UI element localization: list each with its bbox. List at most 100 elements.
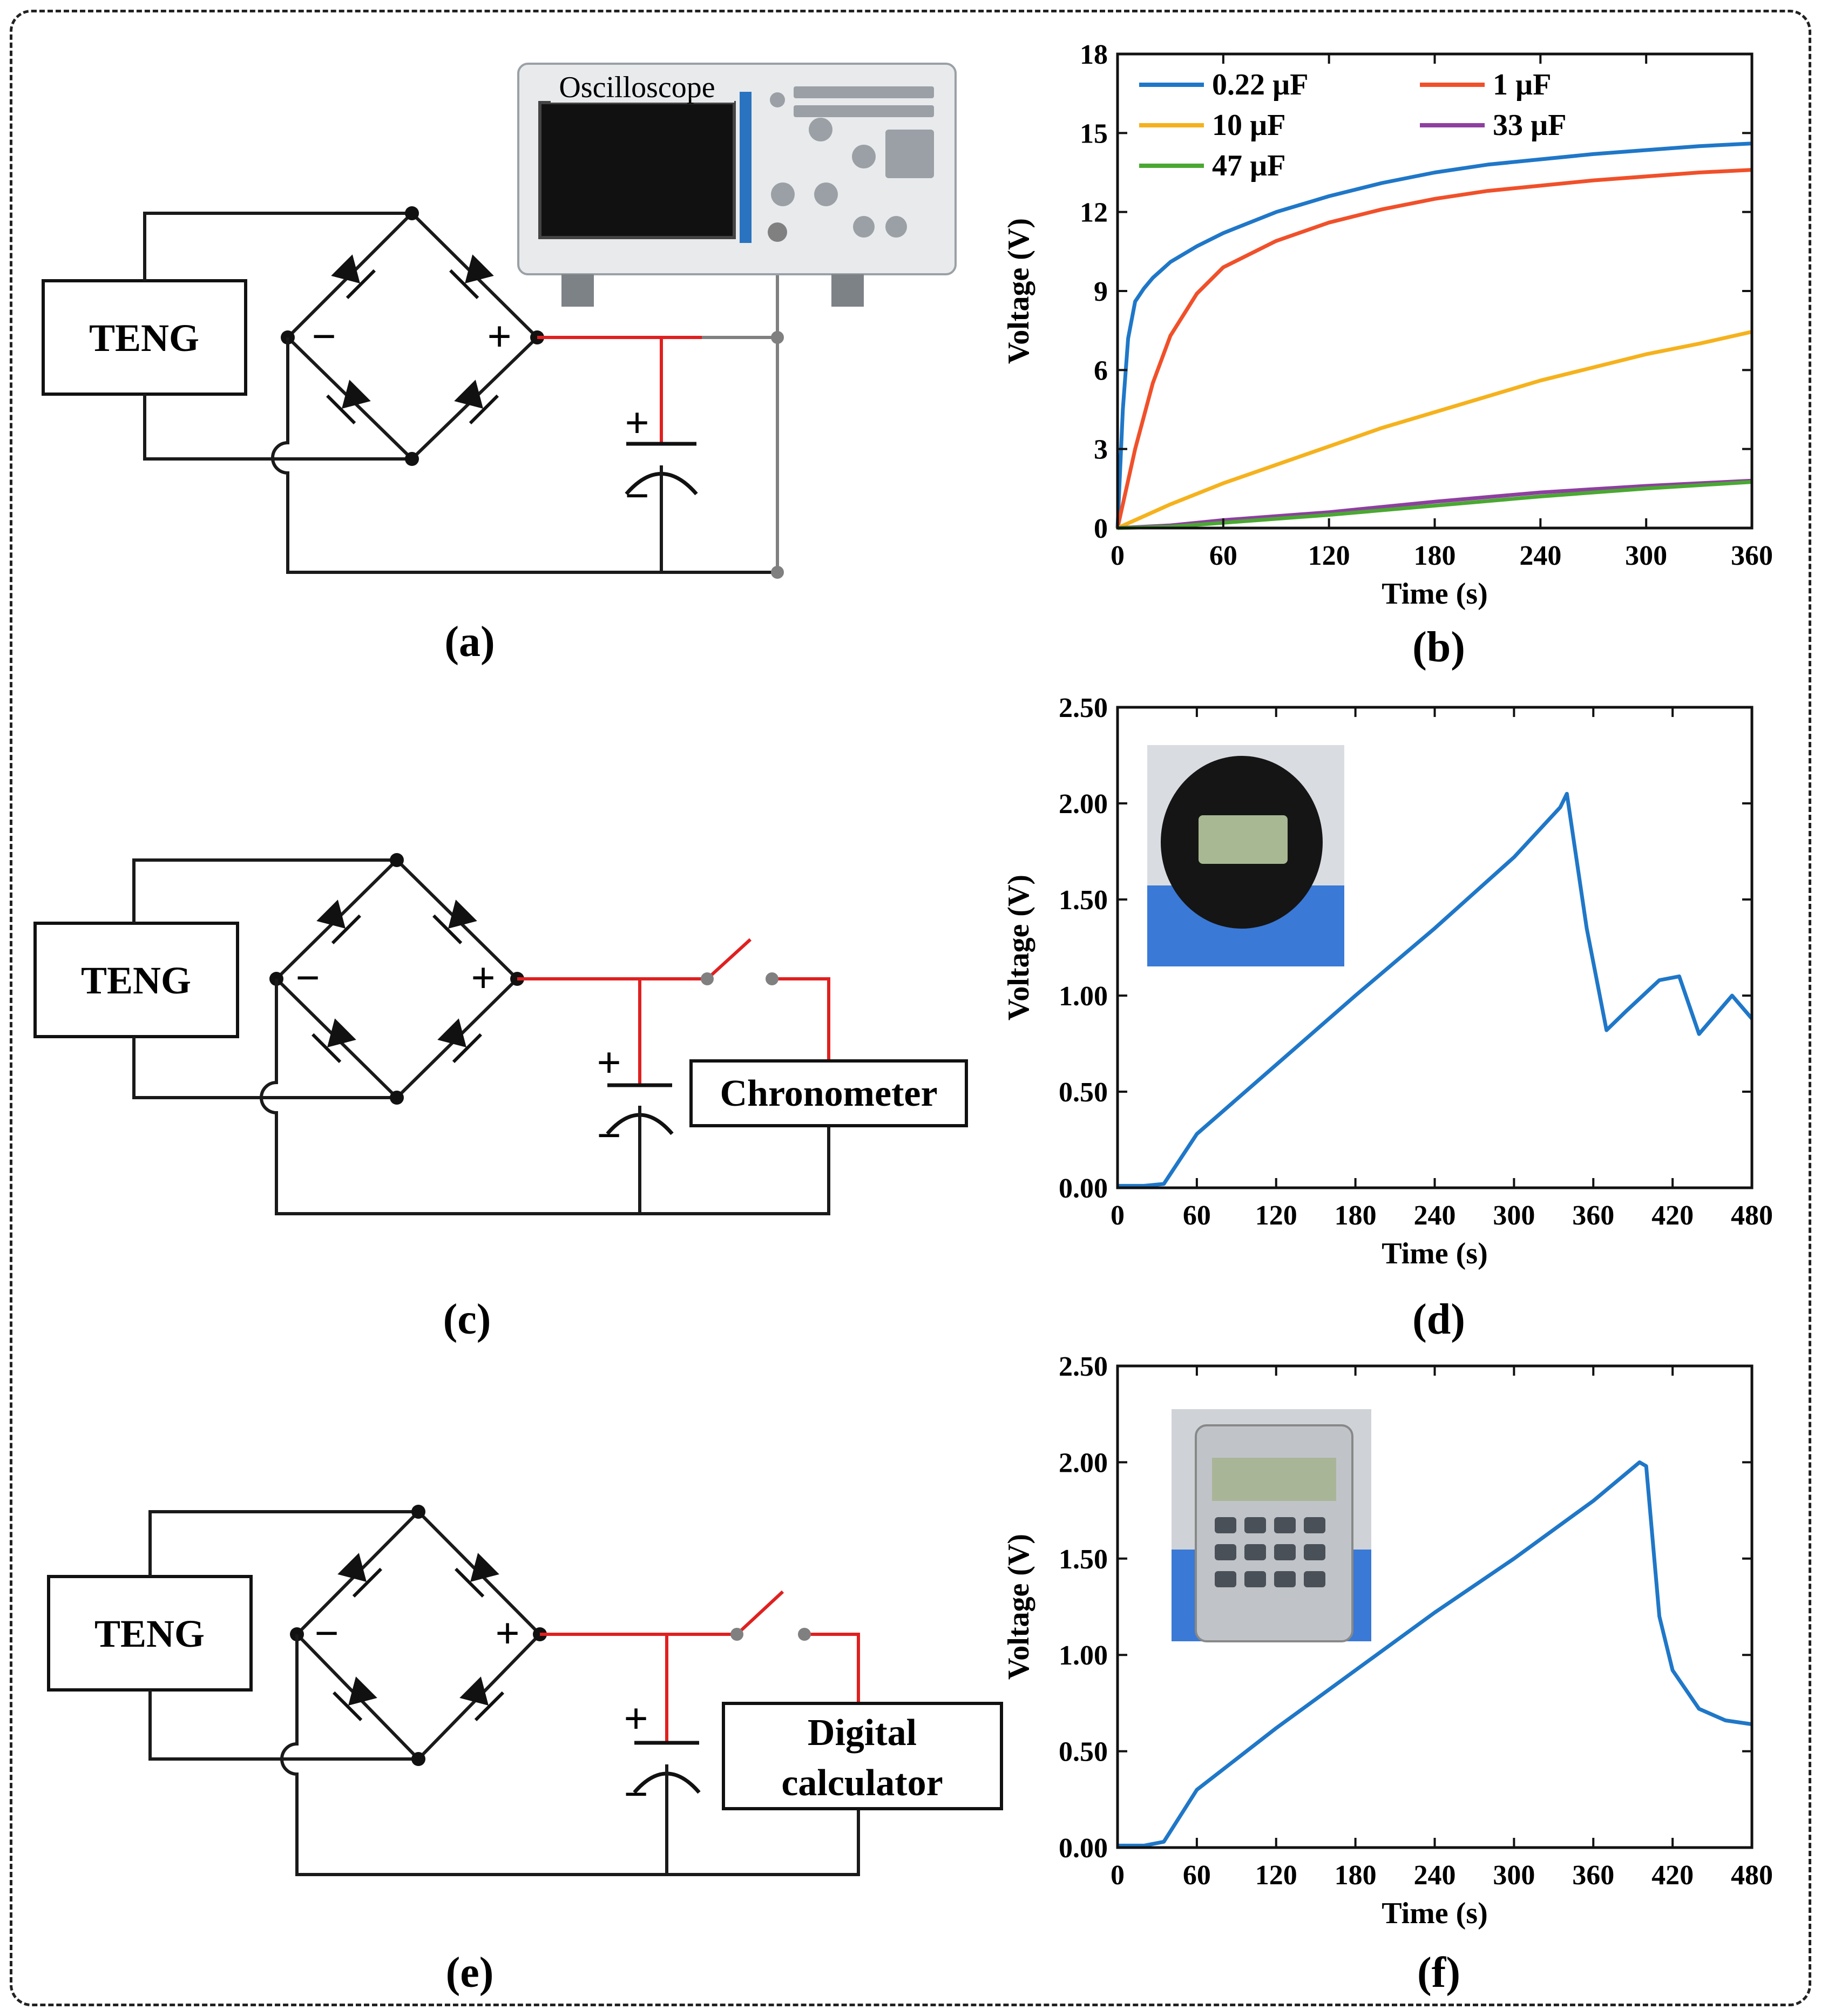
x-tick-label: 360 [1731, 540, 1773, 571]
cap-minus: − [597, 1112, 621, 1160]
x-tick-label: 300 [1493, 1200, 1535, 1231]
panel-e-circuit: TENG − + + − Digital calculator (e) [47, 1505, 1003, 1997]
panel-label-d: (d) [1412, 1296, 1465, 1343]
legend-label: 47 µF [1212, 149, 1285, 182]
cap-plus: + [624, 1695, 648, 1743]
y-tick-label: 1.00 [1059, 1640, 1108, 1671]
x-axis-title: Time (s) [1382, 1897, 1488, 1930]
cap-minus: − [625, 472, 649, 520]
panel-label-a: (a) [444, 618, 495, 666]
y-tick-label: 9 [1094, 276, 1108, 307]
x-tick-label: 60 [1183, 1200, 1211, 1231]
y-tick-label: 6 [1094, 355, 1108, 386]
oscilloscope-label: Oscilloscope [559, 71, 715, 104]
y-axis-title: Voltage (V) [1002, 218, 1035, 364]
panel-label-b: (b) [1412, 624, 1465, 671]
y-tick-label: 3 [1094, 435, 1108, 465]
x-tick-label: 180 [1335, 1200, 1377, 1231]
minus-sign: − [295, 955, 320, 1002]
y-tick-label: 0.50 [1059, 1077, 1108, 1108]
chart-f: 0 60 120 180 240 300 360 420 480 0.00 0.50 1.00 1.50… [1002, 1351, 1773, 1930]
legend-label: 10 µF [1212, 109, 1285, 142]
panel-label-e: (e) [446, 1949, 494, 1997]
y-tick-label: 2.00 [1059, 789, 1108, 820]
teng-box [47, 1575, 253, 1692]
x-tick-label: 180 [1414, 540, 1456, 571]
y-tick-label: 2.00 [1059, 1447, 1108, 1478]
y-axis-title: Voltage (V) [1002, 1534, 1035, 1680]
x-axis-title: Time (s) [1382, 1237, 1488, 1270]
cap-plus: + [597, 1039, 621, 1087]
y-tick-label: 2.50 [1059, 1351, 1108, 1382]
legend-label: 33 µF [1493, 109, 1566, 142]
cap-plus: + [625, 400, 649, 447]
cap-minus: − [624, 1771, 648, 1818]
y-tick-label: 1.00 [1059, 981, 1108, 1012]
plus-sign: + [487, 313, 512, 361]
panel-label-c: (c) [443, 1296, 491, 1343]
panel-a-circuit: TENG − + + − [42, 63, 957, 666]
x-tick-label: 0 [1111, 1860, 1125, 1891]
y-tick-label: 0.00 [1059, 1173, 1108, 1204]
x-tick-label: 300 [1625, 540, 1667, 571]
x-tick-label: 420 [1651, 1200, 1694, 1231]
x-tick-label: 240 [1519, 540, 1561, 571]
legend-label: 1 µF [1493, 68, 1551, 102]
teng-label: TENG [81, 959, 191, 1002]
x-tick-label: 360 [1572, 1200, 1614, 1231]
calculator-box [722, 1702, 1003, 1810]
series-line-1F [1115, 168, 1752, 529]
y-tick-label: 0.00 [1059, 1833, 1108, 1864]
x-tick-label: 60 [1183, 1860, 1211, 1891]
chronometer-label: Chronometer [720, 1073, 937, 1114]
calculator-photo-inset [1172, 1409, 1371, 1642]
y-tick-label: 0.50 [1059, 1737, 1108, 1768]
series-line-022F [1115, 141, 1752, 529]
x-tick-label: 360 [1572, 1860, 1614, 1891]
x-tick-label: 480 [1731, 1200, 1773, 1231]
y-tick-label: 15 [1080, 118, 1108, 149]
series-line-47F [1117, 480, 1752, 530]
y-tick-label: 1.50 [1059, 885, 1108, 916]
y-tick-label: 0 [1094, 513, 1108, 544]
x-tick-label: 480 [1731, 1860, 1773, 1891]
y-tick-label: 12 [1080, 198, 1108, 228]
x-tick-label: 0 [1111, 1200, 1125, 1231]
x-axis-title: Time (s) [1382, 577, 1488, 611]
minus-sign: − [314, 1610, 339, 1658]
chronometer-box [689, 1059, 968, 1127]
y-axis-title: Voltage (V) [1002, 875, 1035, 1020]
calculator-label-line2: calculator [781, 1762, 943, 1804]
panel-c-circuit: TENG − + + − Chronometer (c) [33, 853, 968, 1343]
figure-frame [10, 10, 1811, 2006]
x-tick-label: 180 [1335, 1860, 1377, 1891]
y-tick-label: 18 [1080, 39, 1108, 70]
y-tick-label: 1.50 [1059, 1544, 1108, 1575]
series-line-10F [1116, 330, 1752, 530]
x-tick-label: 120 [1255, 1200, 1297, 1231]
series-line-1 [1118, 1460, 1752, 1848]
x-tick-label: 0 [1111, 540, 1125, 571]
legend-label: 0.22 µF [1212, 68, 1308, 102]
x-tick-label: 120 [1308, 540, 1350, 571]
stopwatch-photo-inset [1147, 745, 1344, 966]
teng-box [33, 922, 239, 1038]
x-tick-label: 120 [1255, 1860, 1297, 1891]
chart-d: 0 60 120 180 240 300 360 420 480 0.00 0.50 1.00 1.50… [1002, 693, 1773, 1270]
x-tick-label: 420 [1651, 1860, 1694, 1891]
calculator-label-line1: Digital [808, 1712, 917, 1754]
x-tick-label: 300 [1493, 1860, 1535, 1891]
panel-label-f: (f) [1417, 1949, 1460, 1997]
x-tick-label: 240 [1414, 1200, 1456, 1231]
minus-sign: − [312, 313, 336, 361]
x-tick-label: 240 [1414, 1860, 1456, 1891]
plus-sign: + [495, 1610, 520, 1658]
teng-label: TENG [94, 1612, 205, 1655]
series-line-1 [1118, 791, 1754, 1188]
oscilloscope-icon: Oscilloscope [517, 63, 957, 307]
x-tick-label: 60 [1209, 540, 1237, 571]
teng-label: TENG [89, 316, 199, 360]
plus-sign: + [471, 955, 496, 1002]
